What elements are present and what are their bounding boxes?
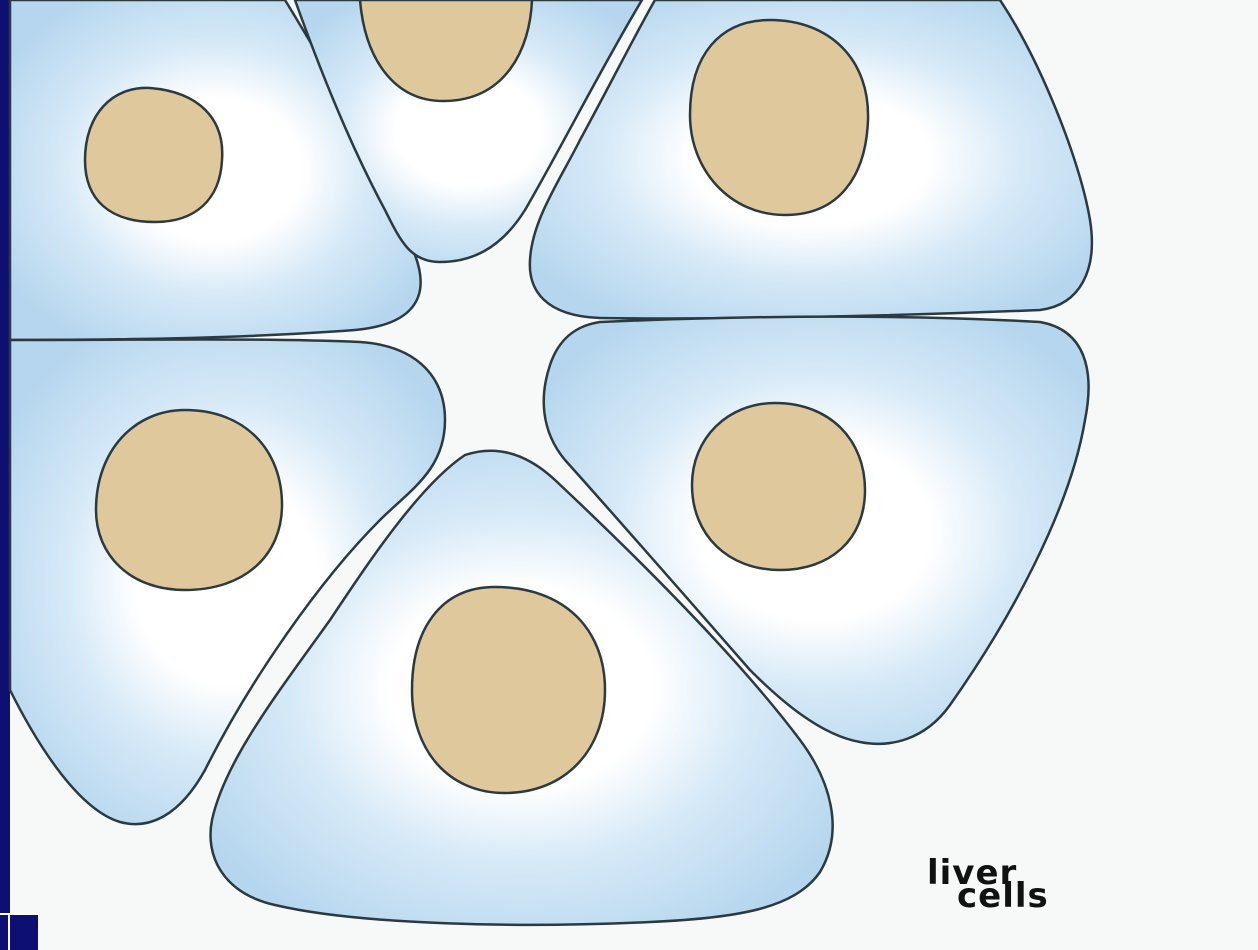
corner-horizontal-line <box>0 913 38 915</box>
nucleus <box>690 20 868 215</box>
nucleus <box>692 403 865 570</box>
corner-vertical-line <box>8 913 10 950</box>
nucleus <box>96 410 282 590</box>
diagram-label-cells: cells <box>957 876 1049 916</box>
nucleus <box>85 88 222 222</box>
slide-corner-mark <box>0 913 38 950</box>
nucleus <box>412 587 605 793</box>
